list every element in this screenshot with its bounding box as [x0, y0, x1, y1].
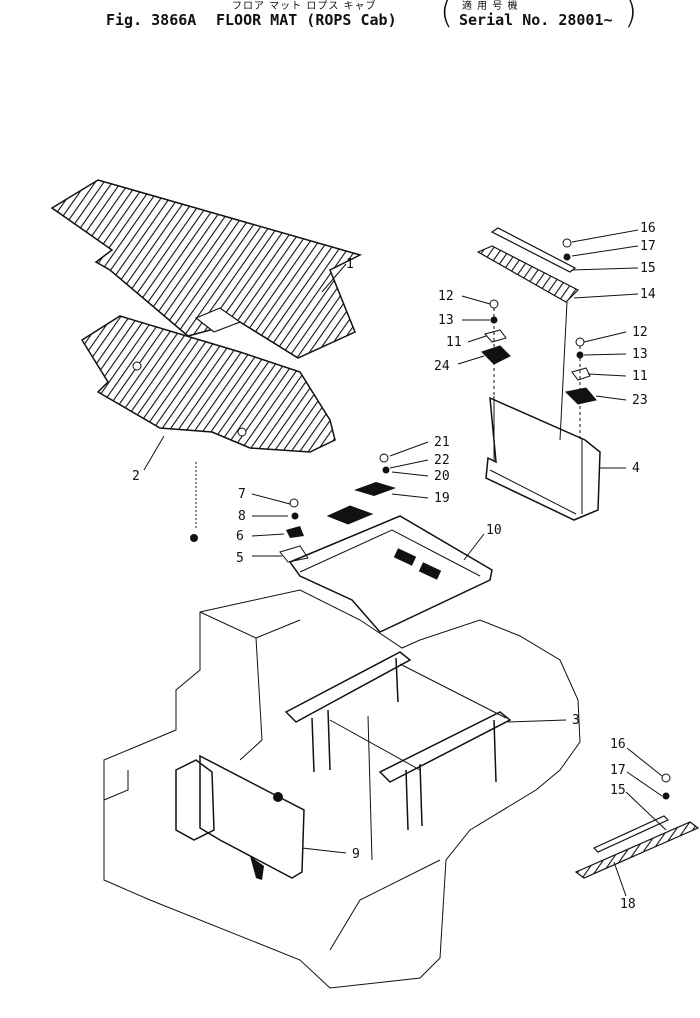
callout-labels: 1 2 3 4 5 6 7 8 9 10 11 11 12 12 13 13 1…: [132, 221, 656, 912]
japanese-serial-label: 適 用 号 機: [462, 1, 519, 12]
close-paren: ): [624, 0, 638, 32]
callout-16-upper: 16: [640, 221, 656, 236]
callout-17-upper: 17: [640, 239, 656, 254]
callout-19: 19: [434, 491, 450, 506]
callout-9: 9: [352, 847, 360, 862]
callout-3: 3: [572, 713, 580, 728]
callout-15-upper: 15: [640, 261, 656, 276]
callout-4: 4: [632, 461, 640, 476]
fastener-set-b: [564, 337, 597, 405]
figure-number: Fig. 3866A: [106, 11, 197, 29]
callout-7: 7: [238, 487, 246, 502]
cab-body-outline: [103, 589, 581, 989]
cover-plate: [288, 515, 493, 633]
callout-13-left: 13: [438, 313, 454, 328]
open-paren: (: [440, 0, 454, 32]
grommet-icon: [190, 534, 198, 542]
callout-22: 22: [434, 453, 450, 468]
floor-mat-upper: [50, 179, 363, 359]
fastener-set-a: [481, 299, 511, 365]
callout-16-lower: 16: [610, 737, 626, 752]
callout-21: 21: [434, 435, 450, 450]
fastener-set-d: [279, 498, 309, 563]
callout-5: 5: [236, 551, 244, 566]
callout-10: 10: [486, 523, 502, 538]
callout-2: 2: [132, 469, 140, 484]
callout-23: 23: [632, 393, 648, 408]
mat-strip-lower: [574, 773, 700, 879]
callout-20: 20: [434, 469, 450, 484]
callout-6: 6: [236, 529, 244, 544]
callout-1: 1: [346, 257, 354, 272]
panel-bracket: [485, 396, 601, 521]
callout-11-left: 11: [446, 335, 462, 350]
floor-mat-lower: [80, 315, 336, 453]
japanese-title: フロア マット ロプス キャブ: [232, 1, 377, 12]
callout-17-lower: 17: [610, 763, 626, 778]
figure-header: フロア マット ロプス キャブ 適 用 号 機 Fig. 3866A FLOOR…: [0, 0, 700, 40]
callout-14: 14: [640, 287, 656, 302]
callout-13-right: 13: [632, 347, 648, 362]
lower-cover-plate: [199, 754, 305, 880]
figure-title: FLOOR MAT (ROPS Cab): [216, 11, 397, 29]
callout-12-left: 12: [438, 289, 454, 304]
callout-8: 8: [238, 509, 246, 524]
callout-12-right: 12: [632, 325, 648, 340]
callout-11-right: 11: [632, 369, 648, 384]
support-frame: [284, 651, 512, 831]
mat-strip-upper: [476, 227, 580, 303]
callout-15-lower: 15: [610, 783, 626, 798]
serial-number: Serial No. 28001~: [459, 11, 613, 29]
leader-lines: [143, 229, 667, 897]
callout-18: 18: [620, 897, 636, 912]
callout-24: 24: [434, 359, 450, 374]
fastener-set-c: [326, 453, 396, 525]
